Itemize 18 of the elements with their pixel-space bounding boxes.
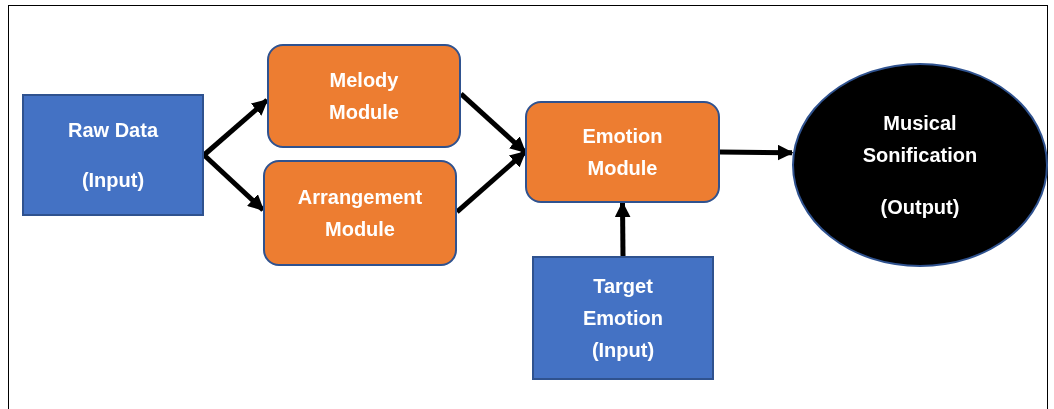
node-label: Target Emotion bbox=[582, 274, 664, 331]
node-label: Raw Data bbox=[68, 118, 158, 143]
node-label: Melody Module bbox=[328, 68, 400, 125]
node-label: (Input) bbox=[81, 168, 145, 193]
input-box bbox=[532, 256, 714, 380]
arrow bbox=[614, 201, 631, 257]
arrow bbox=[455, 150, 527, 214]
node-label: Emotion Module bbox=[581, 124, 664, 181]
arrow bbox=[459, 92, 527, 154]
module-box bbox=[267, 44, 461, 148]
node-label: (Input) bbox=[591, 338, 655, 363]
node-label: Arrangement Module bbox=[296, 185, 424, 242]
node-label: Musical Sonification bbox=[861, 111, 979, 168]
arrow bbox=[719, 144, 794, 161]
module-box bbox=[263, 160, 457, 266]
node-label: (Output) bbox=[880, 195, 960, 220]
input-box bbox=[22, 94, 204, 216]
module-box bbox=[525, 101, 720, 203]
